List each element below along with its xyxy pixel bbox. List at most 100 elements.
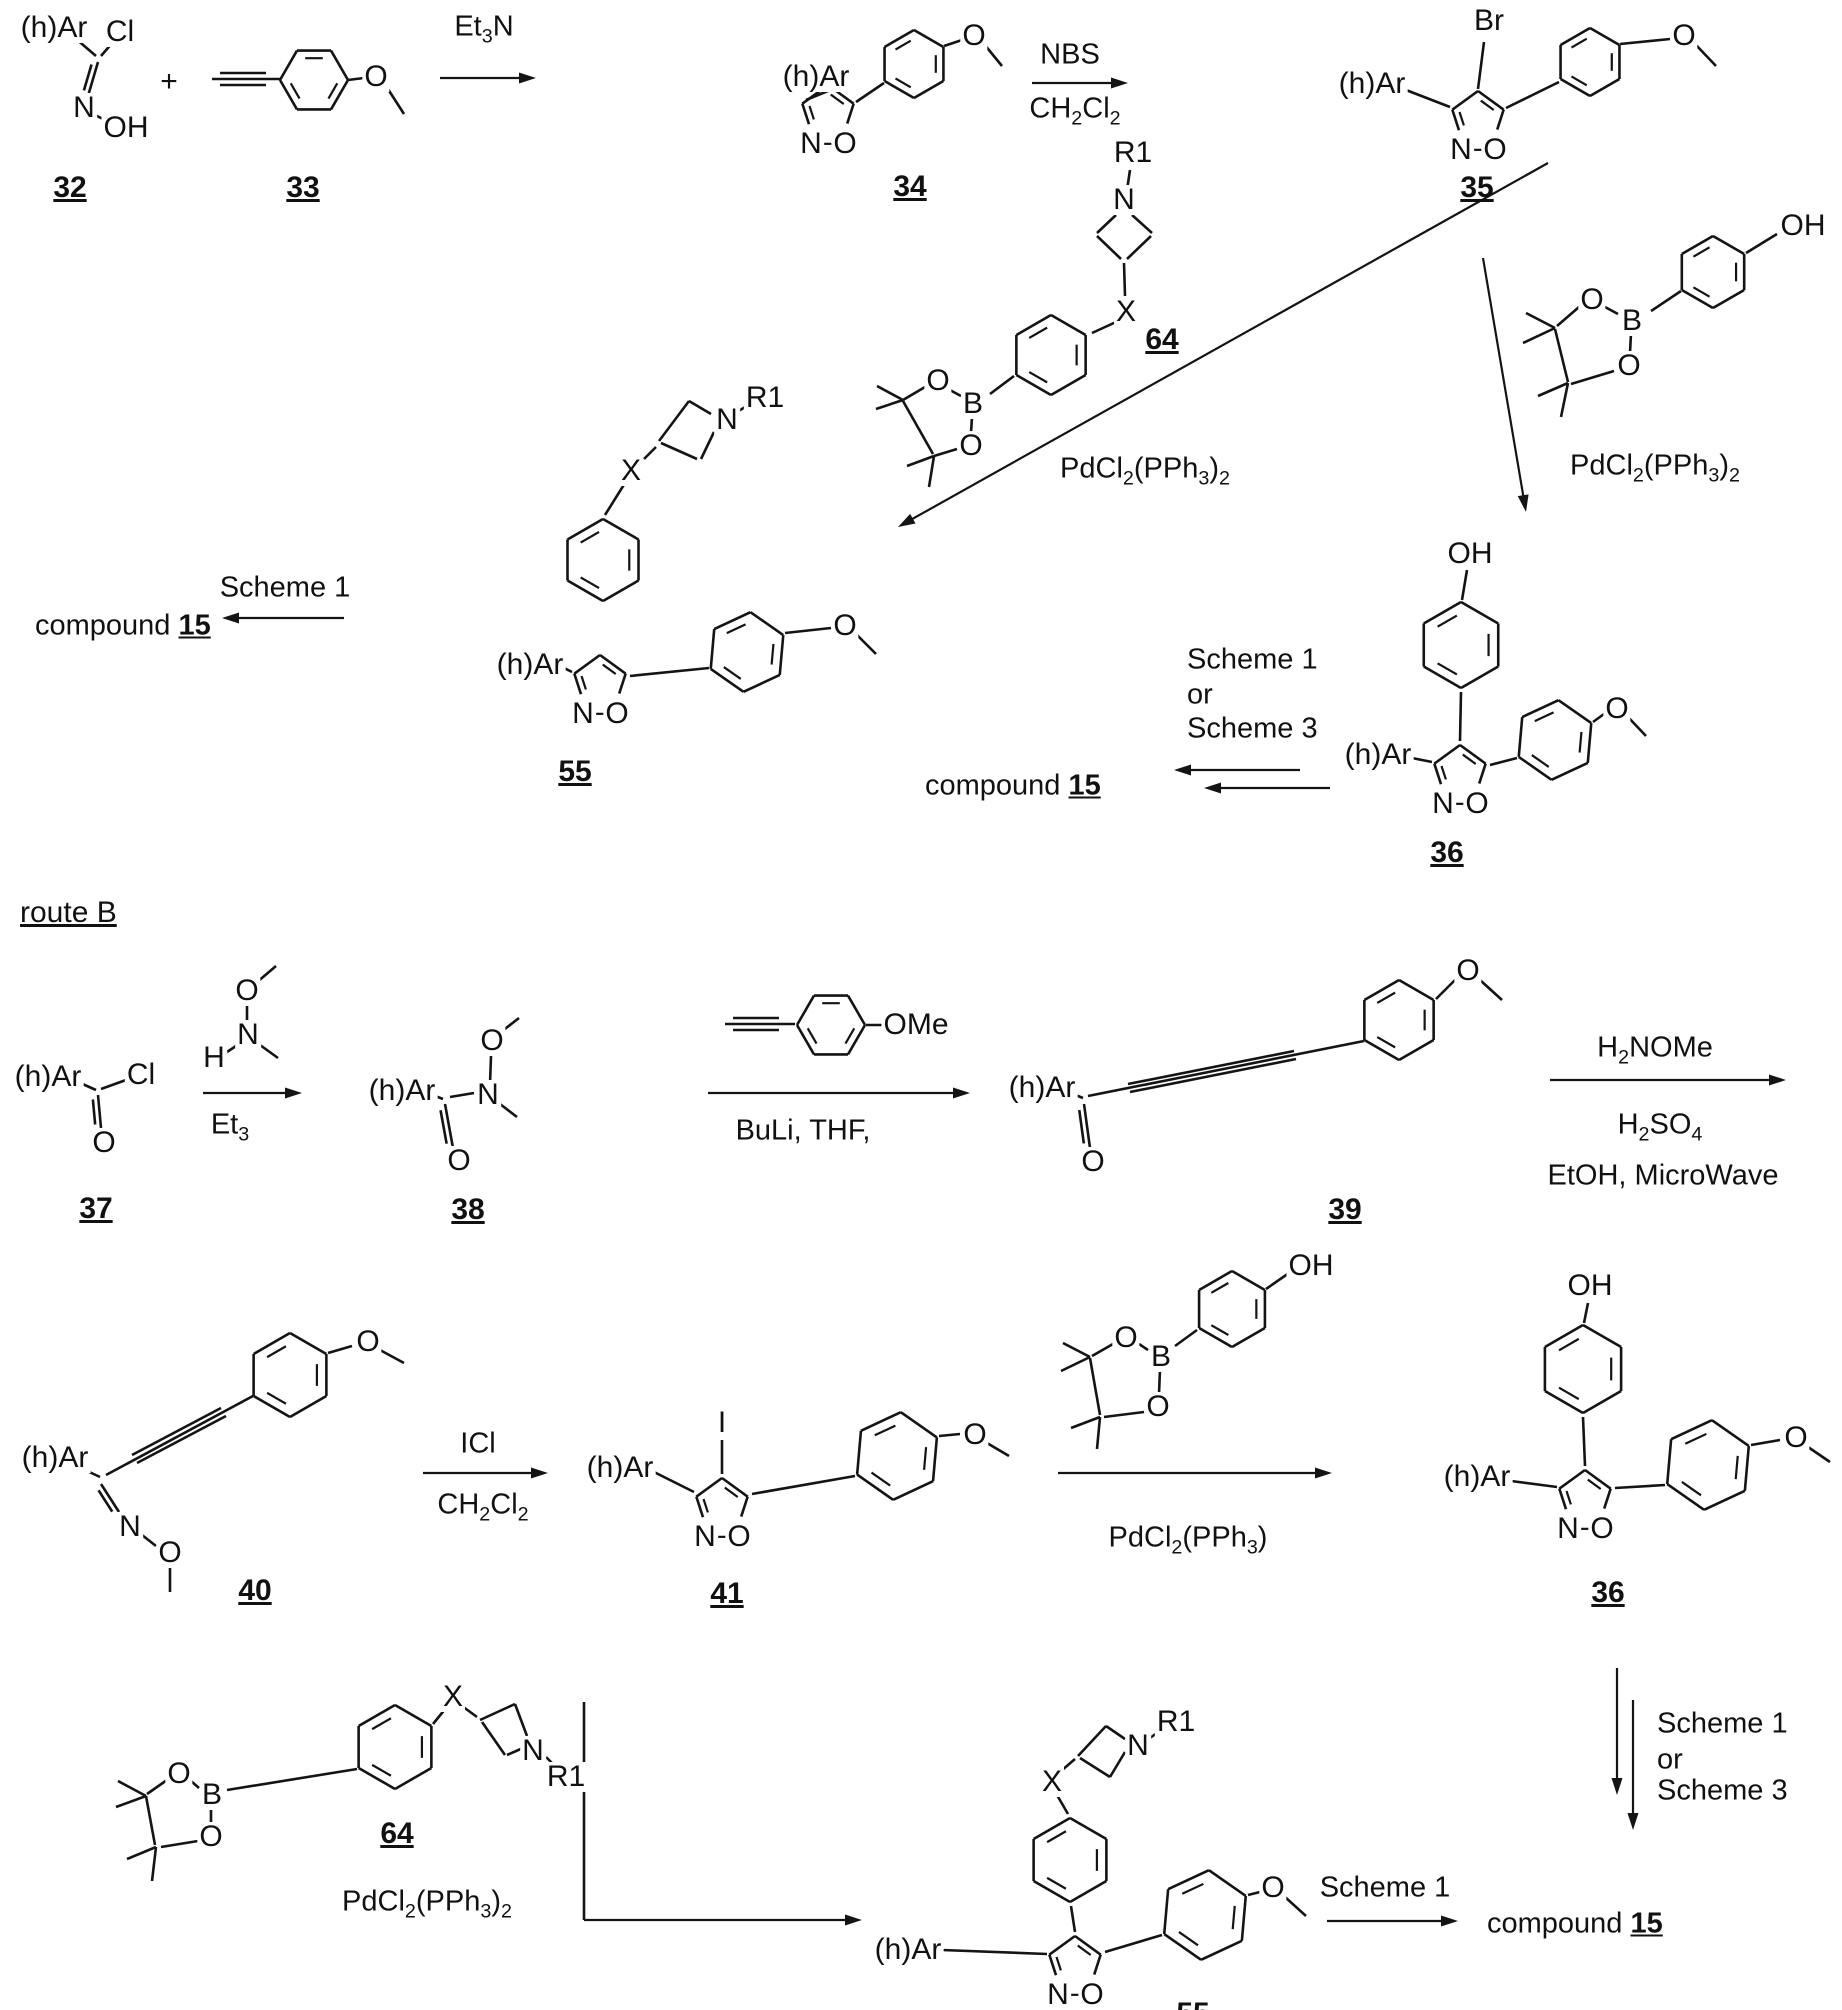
- reagent-text-buli: BuLi, THF,: [736, 1117, 871, 1146]
- compound-number-n32: 32: [53, 173, 86, 203]
- atom-label-a55_ome: O: [831, 611, 858, 641]
- atom-label-r64b_n: N: [520, 1736, 546, 1766]
- atom-label-rg2_ome: OMe: [881, 1010, 950, 1040]
- compound-number-n36m: 36: [1430, 838, 1463, 868]
- reagent-text-sch13_c1: Scheme 1: [1657, 1710, 1788, 1739]
- atom-label-a34_ome: O: [960, 21, 987, 51]
- atom-label-r64b_r1: R1: [545, 1762, 587, 1792]
- reagent-text-sch13_c2: or: [1657, 1746, 1683, 1775]
- reagent-text-h2nome: H2NOMe: [1597, 1034, 1713, 1069]
- compound-number-n37: 37: [79, 1194, 112, 1224]
- atom-label-bp1_o2: O: [1615, 351, 1642, 381]
- atom-label-rg_h: H: [201, 1043, 227, 1073]
- atom-label-a41_o: O: [725, 1522, 752, 1552]
- atom-label-a35_ome: O: [1670, 21, 1697, 51]
- atom-label-r64b_b: B: [200, 1780, 224, 1810]
- reagent-text-pd_d: PdCl2(PPh3)2: [342, 1888, 512, 1923]
- atom-label-bp1_o1: O: [1578, 285, 1605, 315]
- atom-label-a41_ar: (h)Ar: [585, 1453, 656, 1483]
- atom-label-bp2_oh: OH: [1287, 1251, 1336, 1281]
- atom-label-a38_ar: (h)Ar: [367, 1076, 438, 1106]
- atom-label-a55b_ar: (h)Ar: [873, 1935, 944, 1965]
- atom-label-a40_o: O: [156, 1538, 183, 1568]
- atom-label-a35_o: O: [1481, 135, 1508, 165]
- atom-label-a37_cl: Cl: [125, 1060, 157, 1090]
- atom-label-a36m_o: O: [1463, 789, 1490, 819]
- atom-label-a41_ome: O: [961, 1420, 988, 1450]
- reagent-text-et3n: Et3N: [454, 13, 513, 48]
- atom-label-a40_ar: (h)Ar: [20, 1443, 91, 1473]
- atom-label-a55_in: N: [570, 699, 596, 729]
- reagent-text-etohmw: EtOH, MicroWave: [1548, 1162, 1779, 1191]
- atom-label-r64t_x: X: [1114, 297, 1138, 327]
- atom-label-a41_i: I: [716, 1408, 728, 1438]
- atom-label-a55b_io: O: [1078, 1980, 1105, 2010]
- atom-label-a40_n: N: [117, 1512, 143, 1542]
- reagent-text-ch2cl2_a: CH2Cl2: [1029, 95, 1120, 130]
- atom-label-a36m_oh: OH: [1446, 539, 1495, 569]
- atom-label-a41_n: N: [692, 1522, 718, 1552]
- atom-label-a32_ar: (h)Ar: [19, 13, 90, 43]
- compound-number-n41: 41: [710, 1579, 743, 1609]
- compound-number-n34: 34: [893, 172, 926, 202]
- atom-label-a39_ar: (h)Ar: [1007, 1073, 1078, 1103]
- atom-label-a36b_oh: OH: [1566, 1271, 1615, 1301]
- atom-label-r64b_x: X: [441, 1682, 465, 1712]
- atom-label-rg_n: N: [235, 1020, 261, 1050]
- atom-label-a55_n: N: [714, 405, 740, 435]
- atom-label-a55b_n: N: [1125, 1731, 1151, 1761]
- compound-number-n64b: 64: [380, 1819, 413, 1849]
- atom-label-a55b_r1: R1: [1155, 1707, 1197, 1737]
- reagent-text-sch13_b2: or: [1187, 681, 1213, 710]
- atom-label-a55b_ome: O: [1259, 1873, 1286, 1903]
- compound-number-n35: 35: [1460, 173, 1493, 203]
- reagent-text-sch1_a: Scheme 1: [220, 574, 351, 603]
- atom-label-bp2_o1: O: [1112, 1323, 1139, 1353]
- atom-label-a36b_n: N: [1555, 1514, 1581, 1544]
- compound-number-n64t: 64: [1145, 325, 1178, 355]
- atom-label-a55b_in: N: [1045, 1980, 1071, 2010]
- reagent-text-ch2cl2_b: CH2Cl2: [437, 1491, 528, 1526]
- atom-label-a55_x: X: [619, 456, 643, 486]
- atom-label-a36b_o: O: [1588, 1514, 1615, 1544]
- reagent-text-sch13_b3: Scheme 3: [1187, 715, 1318, 744]
- atom-label-bp2_o2: O: [1144, 1392, 1171, 1422]
- atom-label-a35_br: Br: [1472, 6, 1506, 36]
- atom-label-r64t_o2: O: [957, 431, 984, 461]
- atom-label-a39_o: O: [1079, 1147, 1106, 1177]
- compound-number-n55b: 55: [1176, 1999, 1209, 2010]
- atom-label-a36b_ome: O: [1782, 1423, 1809, 1453]
- compound-number-n36b: 36: [1591, 1578, 1624, 1608]
- reagent-text-sch13_c3: Scheme 3: [1657, 1777, 1788, 1806]
- atom-label-a38_n: N: [475, 1080, 501, 1110]
- atom-label-a35_ar: (h)Ar: [1337, 69, 1408, 99]
- atom-label-a55_io: O: [603, 699, 630, 729]
- atom-label-a39_ome: O: [1454, 956, 1481, 986]
- atom-label-a37_ar: (h)Ar: [13, 1062, 84, 1092]
- atom-label-plus: +: [158, 67, 180, 97]
- reagent-text-et3: Et3: [211, 1111, 249, 1146]
- reagent-text-sch13_b1: Scheme 1: [1187, 646, 1318, 675]
- atom-label-a32_cl: Cl: [104, 17, 136, 47]
- atom-label-a33_o: O: [362, 62, 389, 92]
- atom-label-r64t_b: B: [961, 389, 985, 419]
- atom-label-a37_o: O: [90, 1128, 117, 1158]
- atom-label-a34_n: N: [798, 129, 824, 159]
- compound-number-n33: 33: [286, 173, 319, 203]
- reagent-text-pd_b: PdCl2(PPh3)2: [1570, 452, 1740, 487]
- atom-label-bp2_b: B: [1149, 1342, 1173, 1372]
- atom-label-a36m_ar: (h)Ar: [1343, 740, 1414, 770]
- reagent-text-nbs: NBS: [1040, 41, 1100, 70]
- atom-label-r64b_o2: O: [197, 1822, 224, 1852]
- atom-label-a34_o: O: [831, 129, 858, 159]
- atom-label-r64t_n: N: [1111, 185, 1137, 215]
- atom-label-a34_ar: (h)Ar: [781, 62, 852, 92]
- atom-label-r64b_o1: O: [165, 1759, 192, 1789]
- compound-number-n39: 39: [1328, 1195, 1361, 1225]
- atom-label-a55b_x: X: [1040, 1767, 1064, 1797]
- reagent-text-c15a: compound 15: [35, 612, 211, 641]
- compound-number-n55m: 55: [558, 757, 591, 787]
- reagent-text-c15c: compound 15: [1487, 1910, 1663, 1939]
